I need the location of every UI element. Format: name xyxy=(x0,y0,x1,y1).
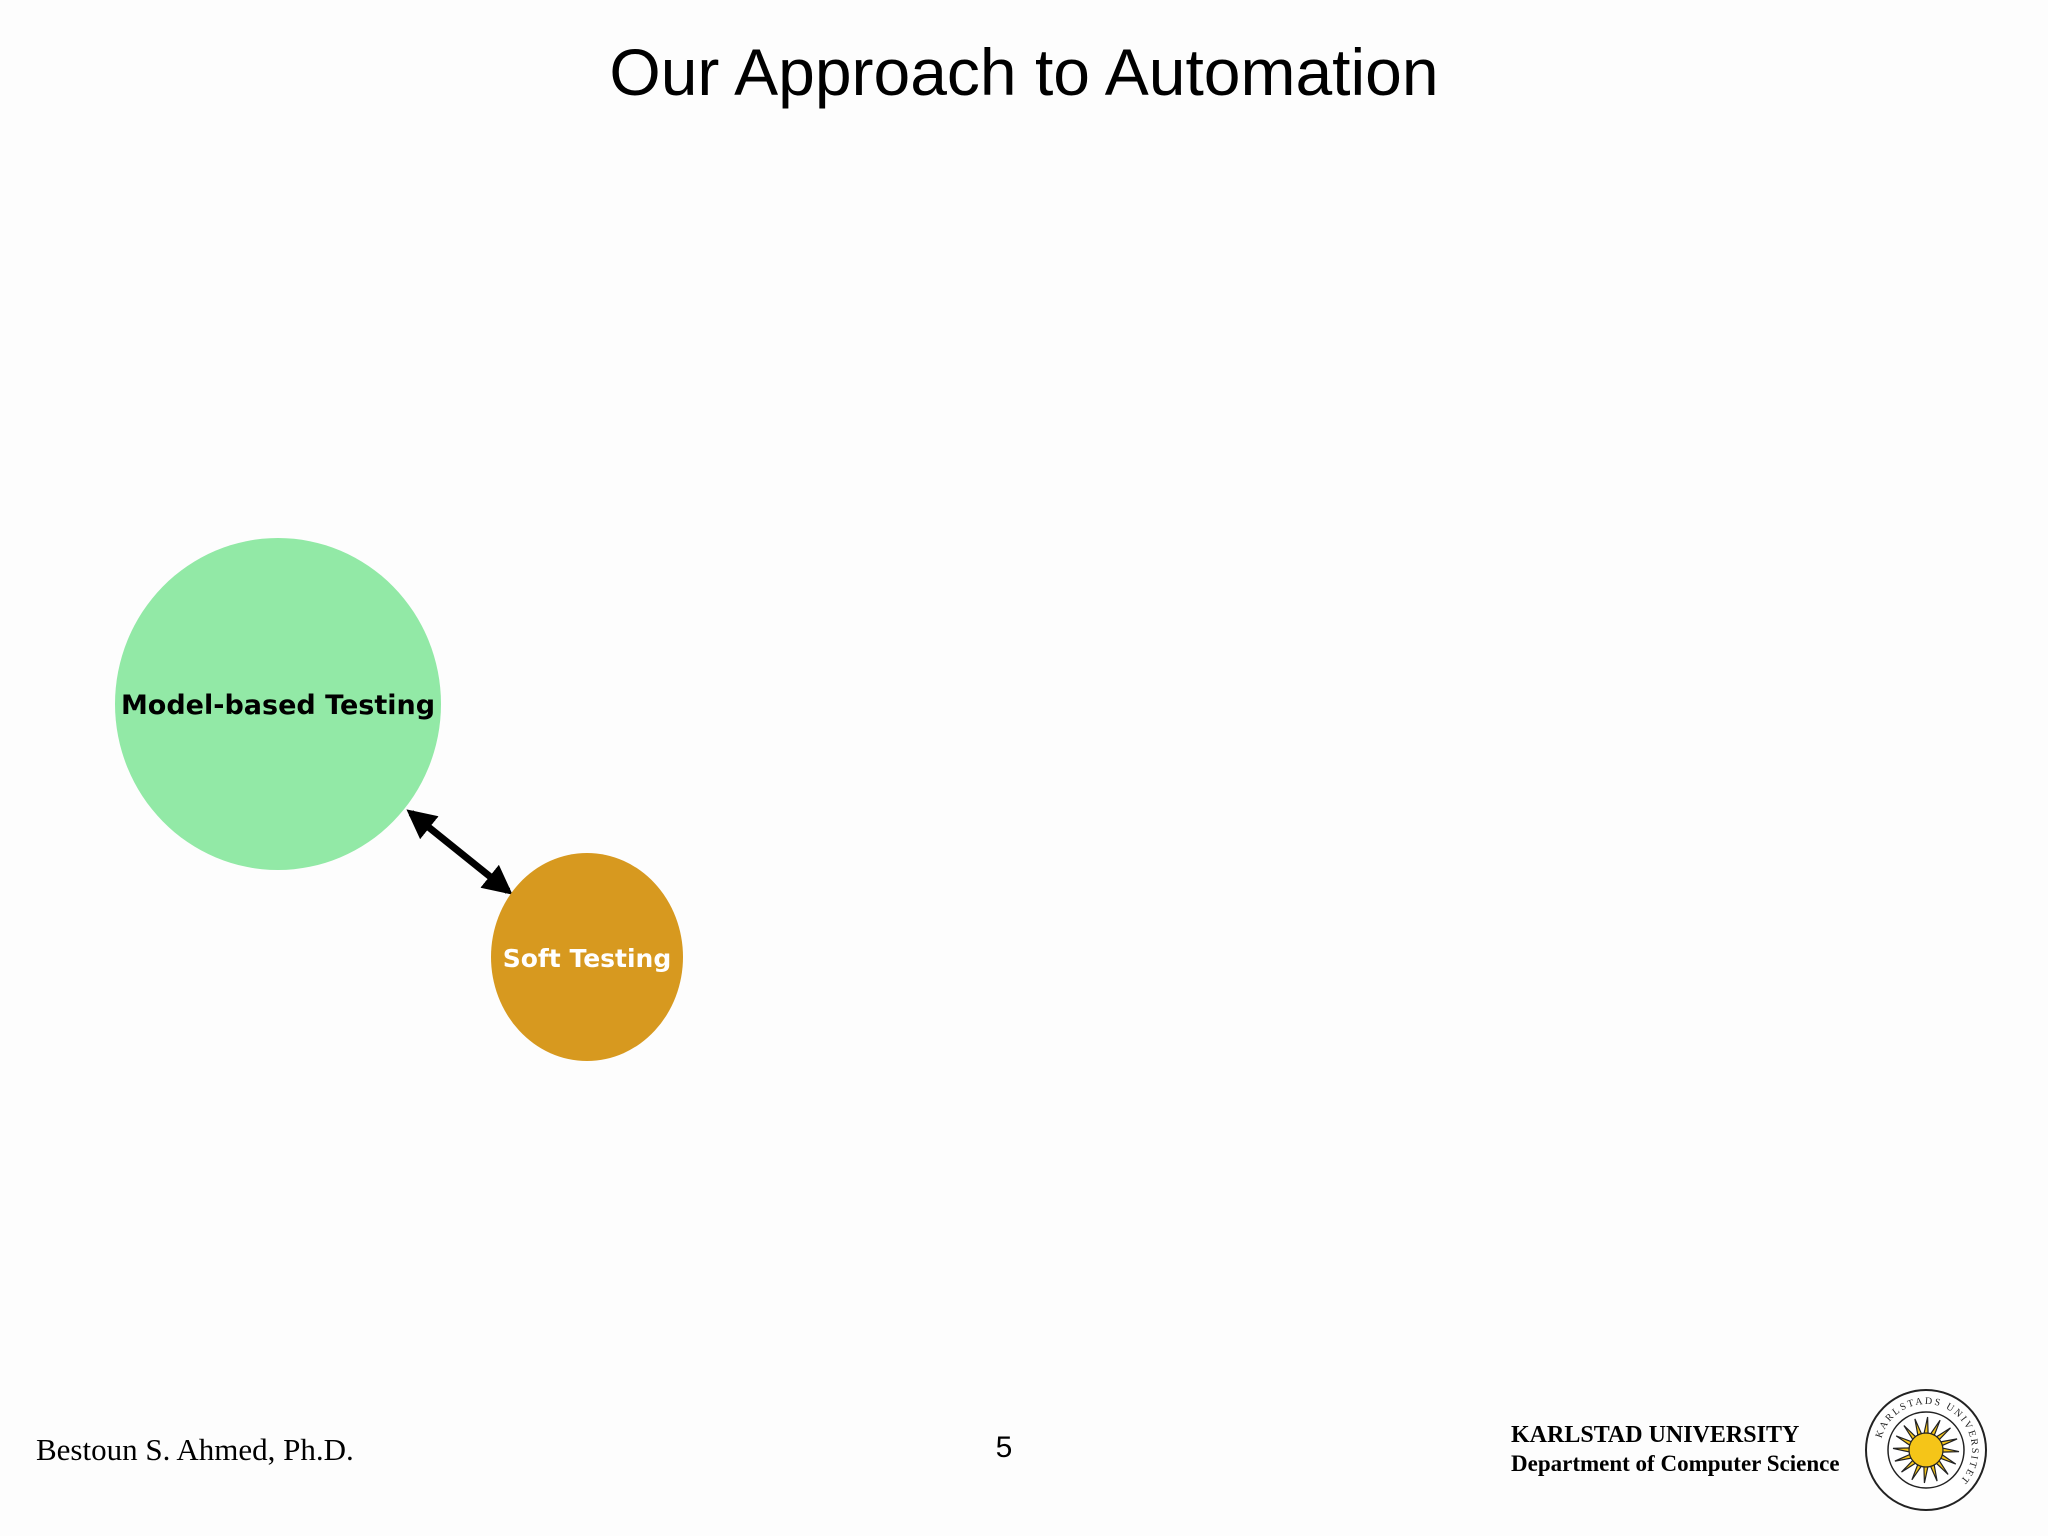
footer-author: Bestoun S. Ahmed, Ph.D. xyxy=(36,1432,354,1467)
page-number: 5 xyxy=(995,1431,1013,1464)
slide-title: Our Approach to Automation xyxy=(609,35,1439,109)
university-name: KARLSTAD UNIVERSITY xyxy=(1511,1422,1800,1448)
model-based-testing-label: Model-based Testing xyxy=(121,690,435,721)
soft-testing-label: Soft Testing xyxy=(503,944,672,973)
soft-testing-circle xyxy=(491,853,683,1061)
sun-seal-icon: KARLSTADS UNIVERSITET xyxy=(1865,1389,1987,1511)
university-block: KARLSTAD UNIVERSITY Department of Comput… xyxy=(1511,1420,1840,1478)
bidirectional-arrow xyxy=(406,809,513,895)
model-based-testing-circle xyxy=(115,538,441,870)
department-name: Department of Computer Science xyxy=(1511,1451,1840,1476)
